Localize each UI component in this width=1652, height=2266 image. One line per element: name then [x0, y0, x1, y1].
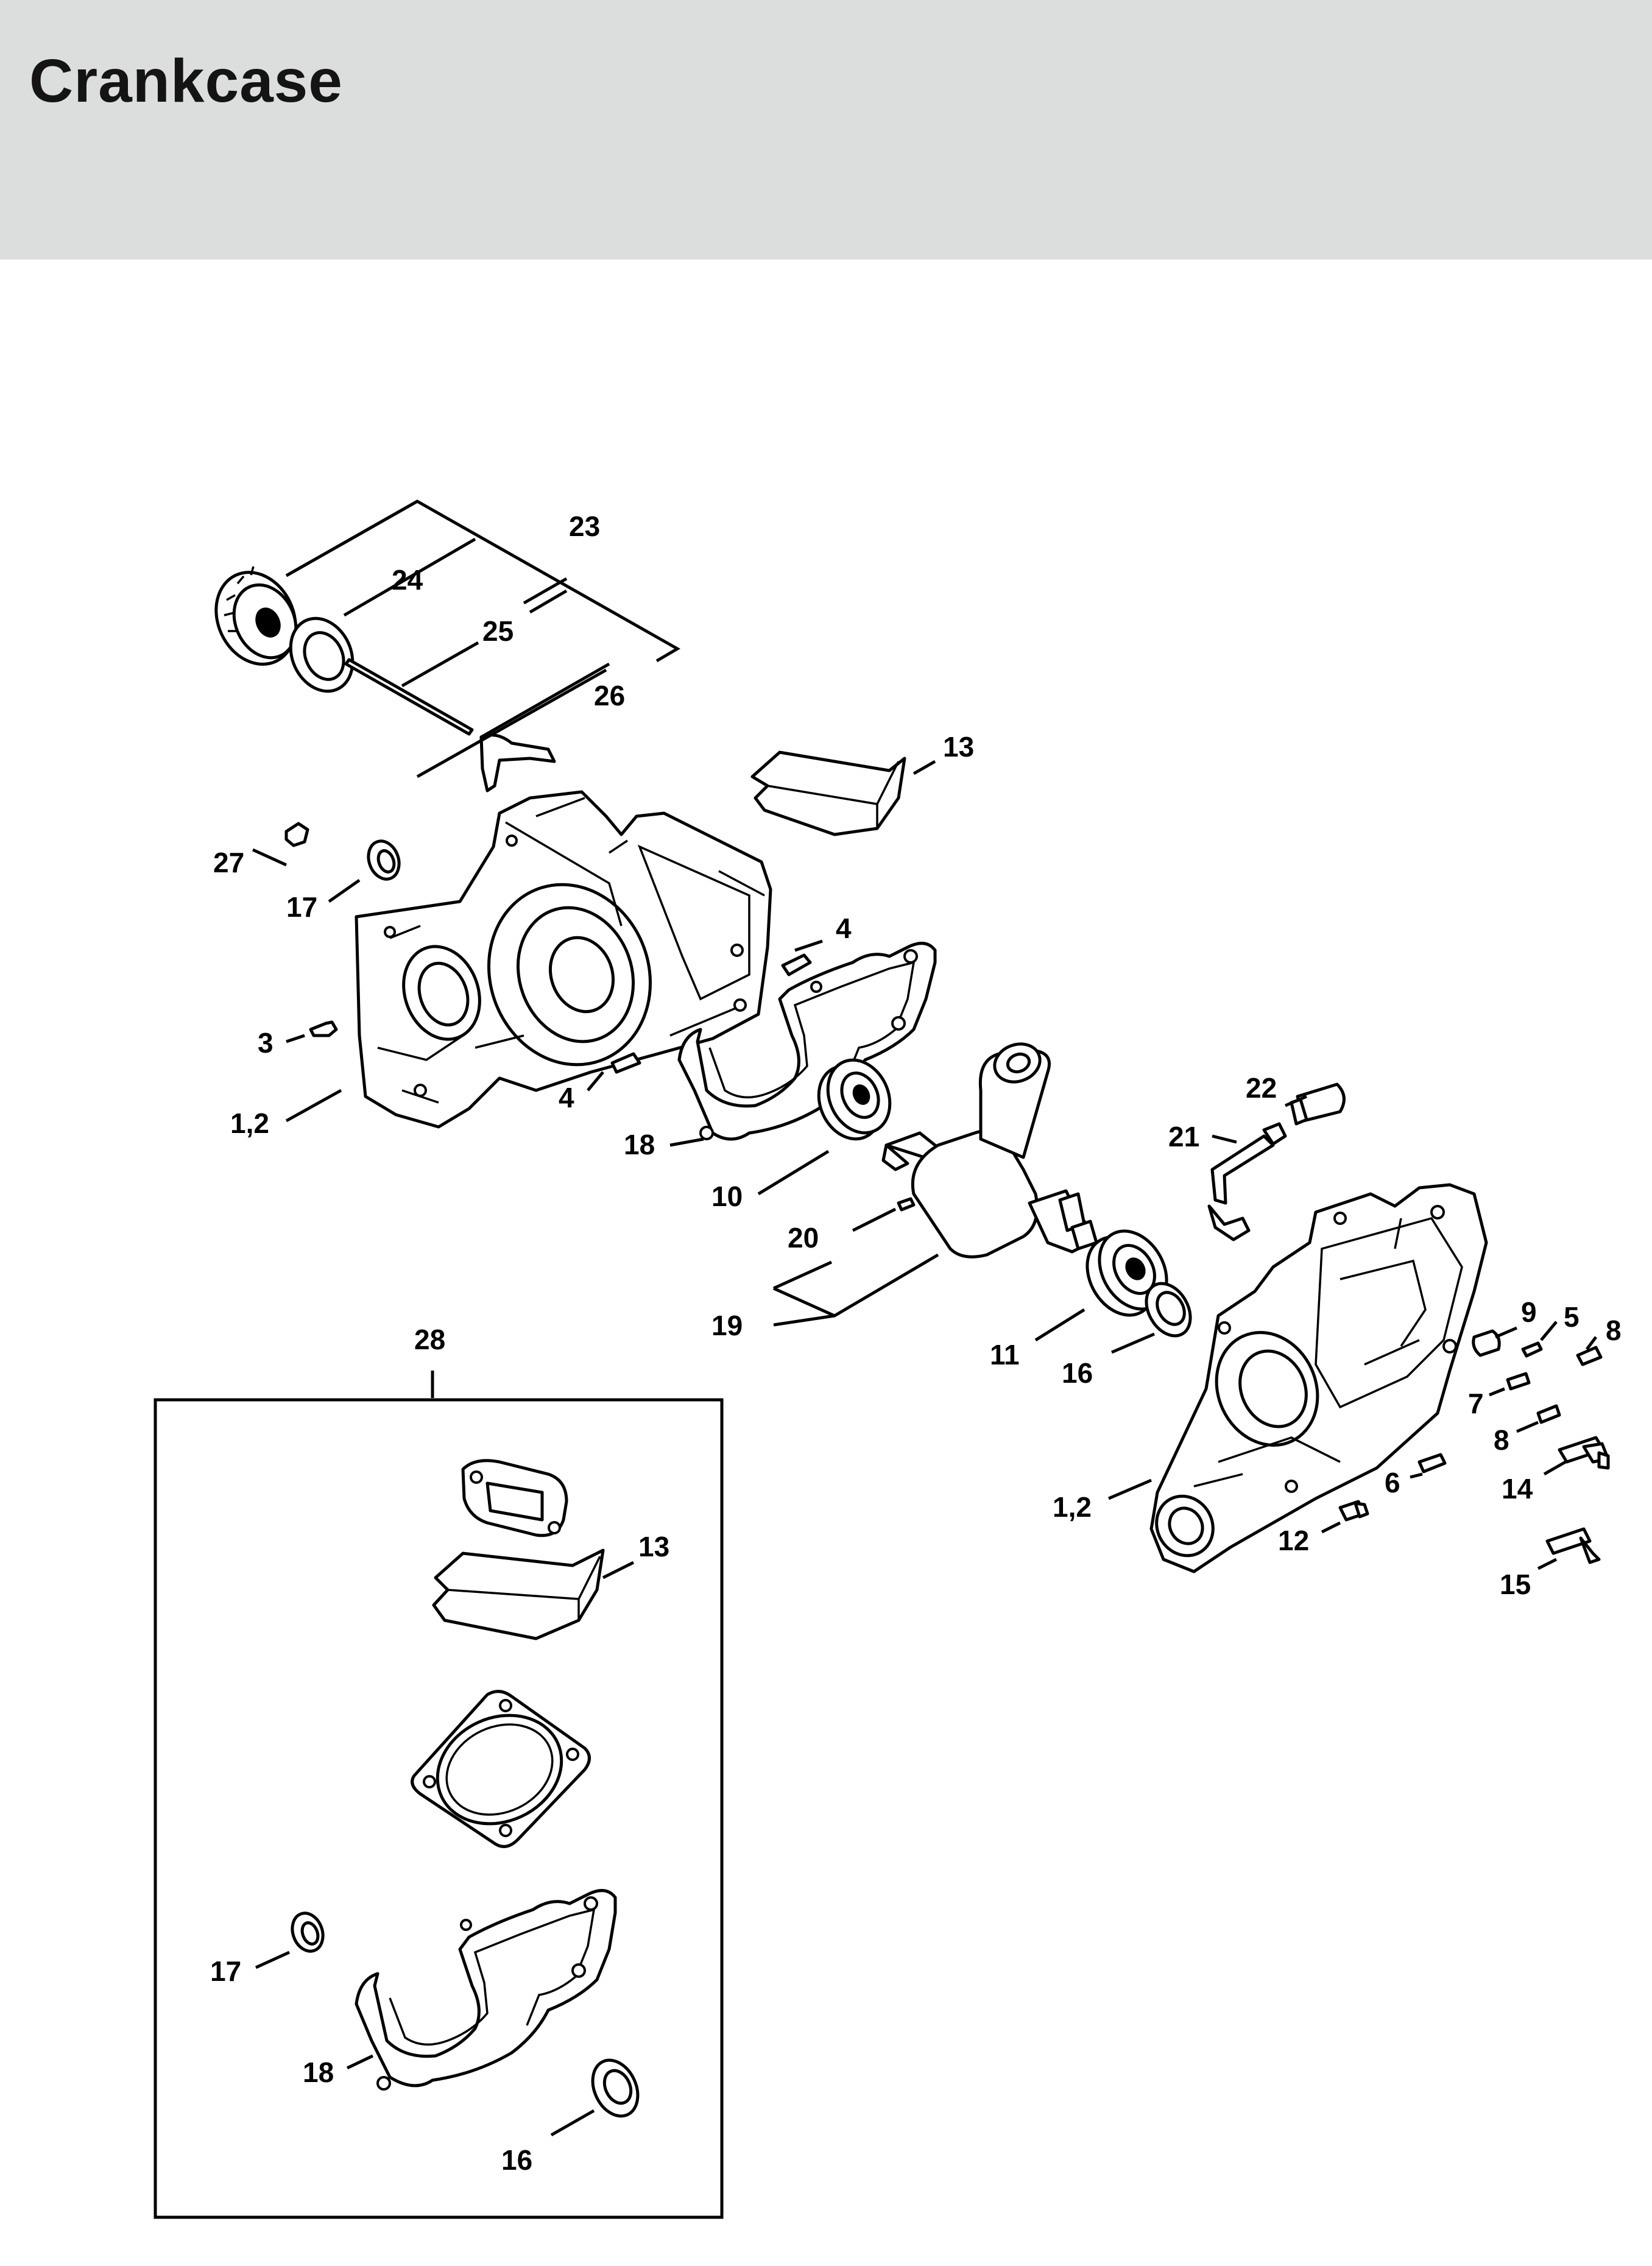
callout-3: 3: [258, 1027, 274, 1059]
callout-23: 23: [569, 510, 600, 542]
screw-12: [1338, 1500, 1369, 1522]
plug-27: [284, 822, 309, 847]
hex-stud-14: [1558, 1436, 1610, 1470]
callout-16-top: 16: [1062, 1357, 1093, 1389]
screw-3: [309, 1020, 338, 1037]
oil-seal-17-set: [291, 1911, 325, 1953]
callout-1-2-left: 1,2: [230, 1107, 269, 1139]
callout-13-top: 13: [943, 731, 974, 763]
callout-9: 9: [1521, 1296, 1537, 1328]
callout-16-set: 16: [501, 2144, 532, 2176]
leader-lines: [252, 760, 1597, 1570]
crankcase-half-left: [355, 790, 772, 1129]
sleeve-4-upper: [781, 953, 812, 976]
callout-5: 5: [1564, 1301, 1580, 1333]
stud-15: [1545, 1527, 1601, 1564]
ball-bearing-11: [1085, 1229, 1168, 1317]
callout-19: 19: [711, 1310, 743, 1341]
ball-bearing-10: [817, 1058, 892, 1141]
callout-7: 7: [1468, 1388, 1484, 1419]
callout-12: 12: [1278, 1525, 1309, 1556]
oil-seal-17-top: [367, 839, 401, 881]
sleeve-4-lower: [610, 1052, 641, 1074]
callout-21: 21: [1168, 1121, 1199, 1152]
callout-8-upper: 8: [1606, 1315, 1622, 1346]
callout-4-lower: 4: [559, 1082, 574, 1114]
gasket-18-main: [677, 942, 937, 1141]
callout-17-set: 17: [210, 1955, 241, 1987]
pickup-hose-21: [1207, 1122, 1287, 1241]
washer-24: [289, 616, 355, 693]
page-title: Crankcase: [29, 47, 343, 115]
heat-shield-13: [750, 750, 906, 836]
callout-17-top: 17: [286, 891, 317, 923]
gasket-18-set: [355, 1889, 617, 2091]
callout-numbers: 23 24 25 26 13 27 17 4 3 4 1,2 18 10 22 …: [210, 510, 1622, 2176]
callout-13-set: 13: [638, 1531, 669, 1562]
callout-28: 28: [414, 1324, 445, 1355]
stud-8-upper: [1576, 1346, 1603, 1366]
header-band: Crankcase: [0, 0, 1652, 259]
callout-25: 25: [482, 615, 514, 647]
callout-18-top: 18: [624, 1129, 655, 1160]
callout-20: 20: [788, 1222, 819, 1254]
callout-26: 26: [594, 680, 625, 711]
crankcase-half-right: [1149, 1183, 1488, 1573]
stud-6: [1417, 1453, 1447, 1474]
rod-25: [344, 658, 474, 736]
callout-15: 15: [1500, 1569, 1531, 1600]
crankshaft-19: [881, 1042, 1098, 1258]
stud-7: [1506, 1372, 1531, 1391]
callout-27: 27: [213, 847, 244, 878]
pawl-26: [479, 733, 556, 792]
callout-18-set: 18: [303, 2056, 334, 2088]
plug-9: [1472, 1329, 1501, 1357]
heat-shield-13-set: [432, 1548, 605, 1640]
rope-rotor-nut: [214, 566, 298, 666]
callout-1-2-right: 1,2: [1053, 1491, 1092, 1523]
callout-6: 6: [1385, 1467, 1400, 1498]
oil-seal-16-set: [591, 2058, 640, 2118]
callout-14: 14: [1502, 1473, 1533, 1505]
stud-8-lower: [1536, 1404, 1561, 1424]
callout-24: 24: [392, 564, 423, 596]
callout-4-upper: 4: [836, 912, 852, 944]
callout-11: 11: [990, 1339, 1020, 1371]
callout-22: 22: [1246, 1072, 1277, 1104]
stud-5: [1521, 1341, 1543, 1358]
cylinder-gasket: [411, 1690, 591, 1848]
muffler-gasket: [461, 1459, 568, 1537]
starter-nut-assembly: [214, 499, 680, 792]
gasket-set-28-box: [154, 1398, 724, 2219]
oil-seal-16: [1145, 1282, 1192, 1338]
tube-22: [1290, 1082, 1346, 1126]
callout-10: 10: [711, 1181, 743, 1212]
callout-8-lower: 8: [1494, 1424, 1509, 1456]
